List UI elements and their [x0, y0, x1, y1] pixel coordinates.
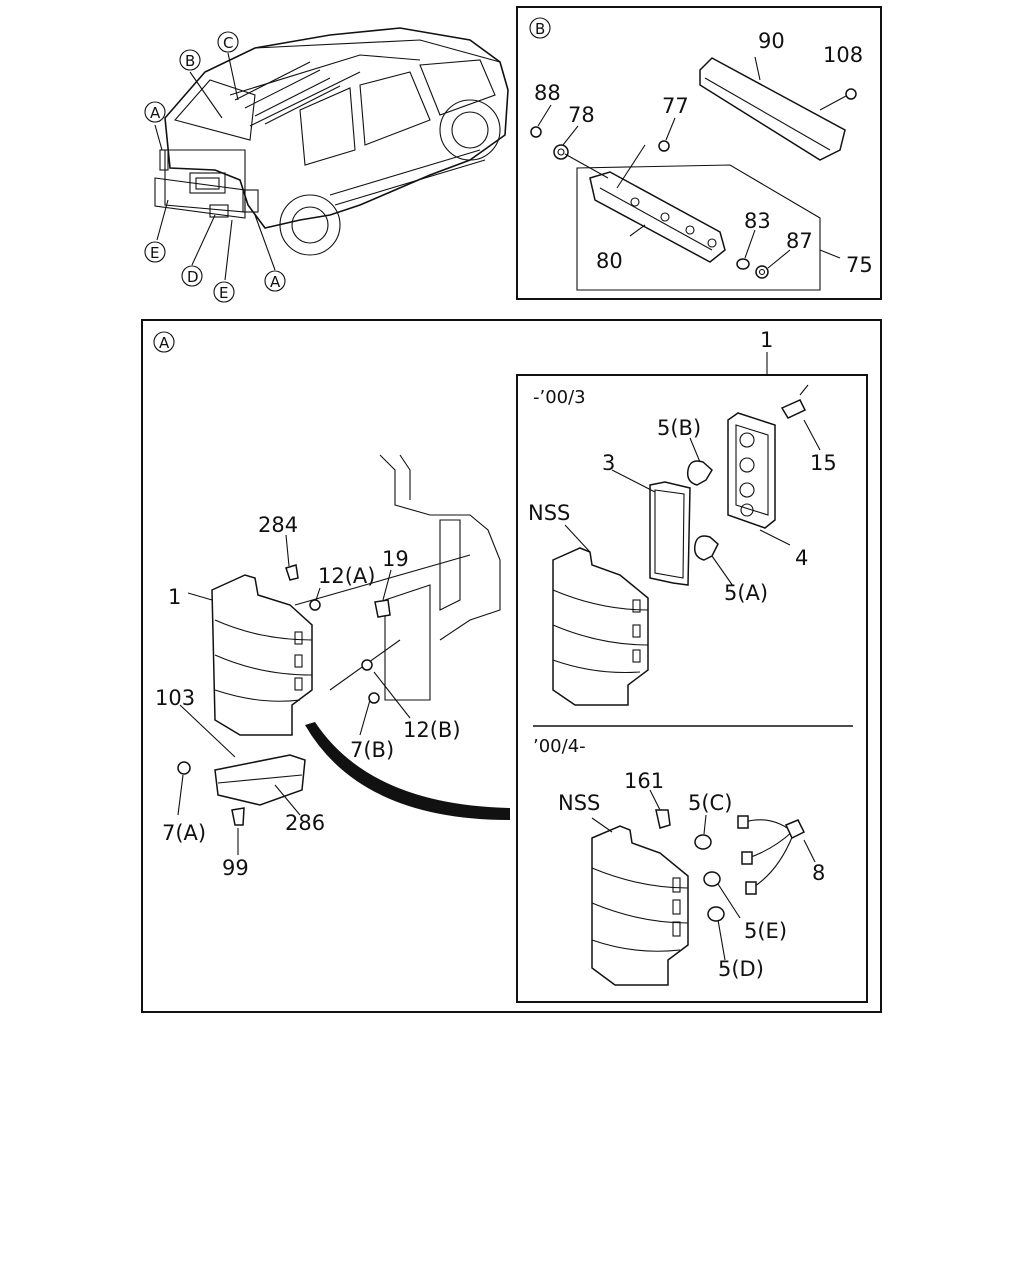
callout-c: C [223, 34, 233, 52]
label-19: 19 [382, 547, 409, 571]
label-5c: 5(C) [688, 791, 732, 815]
label-83: 83 [744, 209, 771, 233]
label-3: 3 [602, 451, 615, 475]
late-variant-labels: NSS 161 5(C) 8 5(E) 5(D) [558, 769, 825, 981]
label-7b: 7(B) [350, 738, 394, 762]
label-90: 90 [758, 29, 785, 53]
label-108: 108 [823, 43, 863, 67]
label-15: 15 [810, 451, 837, 475]
panel-a-labels: 284 19 12(A) 1 103 12(B) 7(B) 7(A) 286 9… [155, 513, 461, 880]
label-1-top: 1 [760, 328, 773, 352]
vehicle-illustration [154, 27, 509, 281]
callout-e-1: E [150, 244, 159, 262]
label-286: 286 [285, 811, 325, 835]
label-12a: 12(A) [318, 564, 375, 588]
label-87: 87 [786, 229, 813, 253]
label-103: 103 [155, 686, 195, 710]
label-75: 75 [846, 253, 873, 277]
label-5e: 5(E) [744, 919, 787, 943]
label-7a: 7(A) [162, 821, 206, 845]
label-88: 88 [534, 81, 561, 105]
callout-e-2: E [219, 284, 228, 302]
label-161: 161 [624, 769, 664, 793]
label-99: 99 [222, 856, 249, 880]
variant-panel-frame [516, 374, 868, 1003]
tail-lamp-assembly [177, 534, 411, 855]
label-12b: 12(B) [403, 718, 461, 742]
panel-a-callout: A [159, 334, 170, 352]
variant-late-label: ’00/4- [533, 736, 586, 757]
variant-early-label: -’00/3 [533, 387, 586, 408]
vehicle-callouts: A B C E D E A [144, 31, 286, 303]
callout-b: B [185, 52, 195, 70]
panel-b-labels: 90 108 88 78 77 83 87 80 75 [534, 29, 873, 277]
early-variant-parts [552, 384, 821, 706]
panel-a-frame [141, 319, 882, 1013]
label-nss-1: NSS [528, 501, 570, 525]
label-nss-2: NSS [558, 791, 600, 815]
early-variant-labels: 5(B) 3 15 NSS 4 5(A) [528, 416, 837, 605]
callout-a-1: A [150, 104, 161, 122]
label-284: 284 [258, 513, 298, 537]
label-5a: 5(A) [724, 581, 768, 605]
label-4: 4 [795, 546, 808, 570]
panel-b-frame [516, 6, 882, 300]
callout-a-2: A [270, 273, 281, 291]
label-77: 77 [662, 94, 689, 118]
label-8: 8 [812, 861, 825, 885]
swoop-arrow [305, 722, 510, 820]
label-5b: 5(B) [657, 416, 701, 440]
late-variant-parts [591, 789, 816, 986]
label-80: 80 [596, 249, 623, 273]
label-1-left: 1 [168, 585, 181, 609]
callout-d: D [187, 268, 199, 286]
panel-b-callout: B [535, 20, 545, 38]
label-78: 78 [568, 103, 595, 127]
high-mount-stop-lamp [530, 56, 857, 291]
label-5d: 5(D) [718, 957, 764, 981]
